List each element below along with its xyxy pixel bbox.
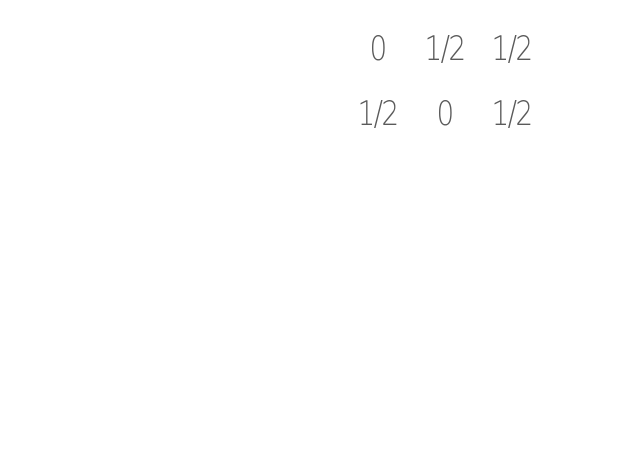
- matrix-row: 0 1/2 1/2: [344, 16, 545, 81]
- matrix-cell: 1/2: [491, 28, 534, 69]
- matrix-cell: 0: [436, 93, 454, 134]
- matrix: 0 1/2 1/2 1/2 0 1/2: [344, 16, 545, 146]
- matrix-cell: 1/2: [424, 28, 467, 69]
- matrix-cell: 1/2: [491, 93, 534, 134]
- matrix-row: 1/2 0 1/2: [344, 81, 545, 146]
- matrix-cell: 0: [369, 28, 387, 69]
- matrix-cell: 1/2: [357, 93, 400, 134]
